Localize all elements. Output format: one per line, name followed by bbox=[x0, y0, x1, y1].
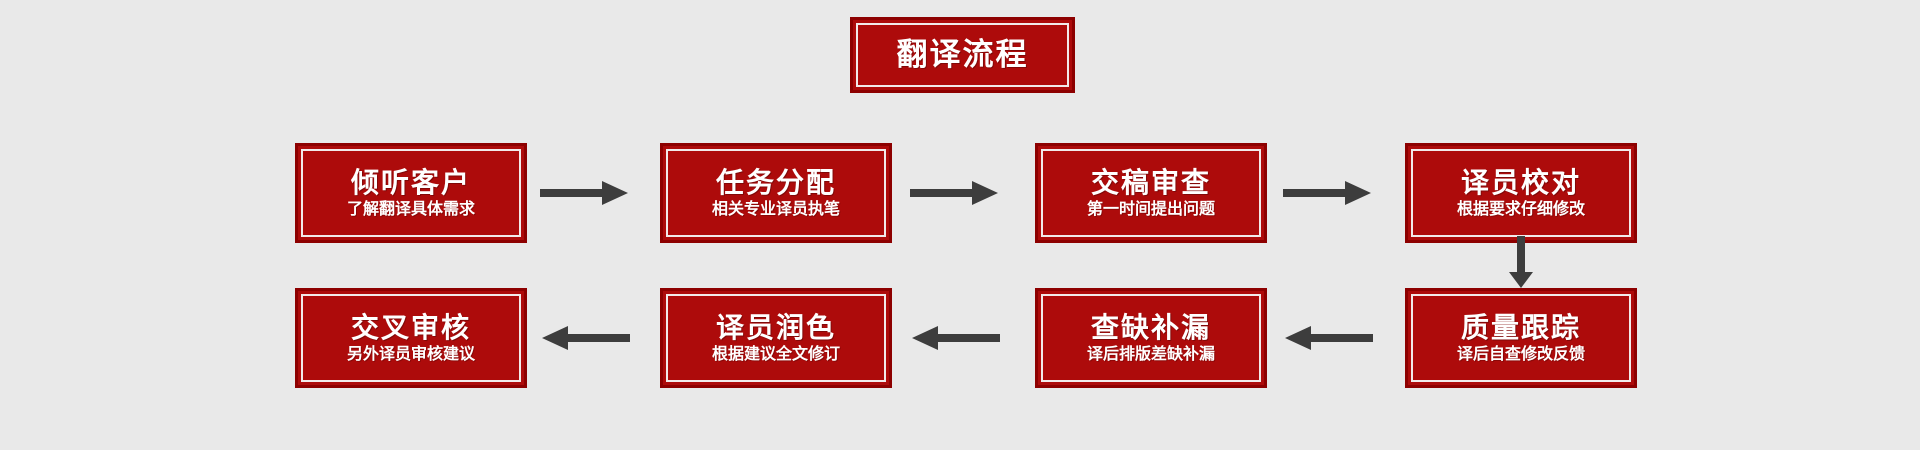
step-7-title: 译员润色 bbox=[715, 310, 836, 344]
step-box-7[interactable]: 译员润色 根据建议全文修订 bbox=[660, 288, 892, 388]
step-box-1[interactable]: 倾听客户 了解翻译具体需求 bbox=[295, 143, 527, 243]
step-1-title: 倾听客户 bbox=[350, 165, 471, 199]
step-6-title: 查缺补漏 bbox=[1090, 310, 1211, 344]
step-box-5[interactable]: 质量跟踪 译后自查修改反馈 bbox=[1405, 288, 1637, 388]
step-box-8[interactable]: 交叉审核 另外译员审核建议 bbox=[295, 288, 527, 388]
diagram-title-text: 翻译流程 bbox=[896, 36, 1029, 73]
step-4-inner: 译员校对 根据要求仔细修改 bbox=[1411, 149, 1631, 237]
step-box-6[interactable]: 查缺补漏 译后排版差缺补漏 bbox=[1035, 288, 1267, 388]
step-6-inner: 查缺补漏 译后排版差缺补漏 bbox=[1041, 294, 1261, 382]
step-3-inner: 交稿审查 第一时间提出问题 bbox=[1041, 149, 1261, 237]
step-1-subtitle: 了解翻译具体需求 bbox=[346, 199, 475, 219]
diagram-title-box: 翻译流程 bbox=[850, 17, 1075, 93]
arrow-right-icon-1 bbox=[540, 178, 630, 208]
step-8-title: 交叉审核 bbox=[350, 310, 471, 344]
step-7-subtitle: 根据建议全文修订 bbox=[711, 344, 840, 364]
step-5-inner: 质量跟踪 译后自查修改反馈 bbox=[1411, 294, 1631, 382]
step-5-title: 质量跟踪 bbox=[1460, 310, 1581, 344]
step-box-2[interactable]: 任务分配 相关专业译员执笔 bbox=[660, 143, 892, 243]
arrow-right-icon-3 bbox=[1283, 178, 1373, 208]
arrow-right-icon-2 bbox=[910, 178, 1000, 208]
arrow-left-icon-2 bbox=[910, 323, 1000, 353]
step-3-subtitle: 第一时间提出问题 bbox=[1086, 199, 1215, 219]
diagram-title-inner: 翻译流程 bbox=[856, 23, 1069, 87]
step-2-title: 任务分配 bbox=[715, 165, 836, 199]
step-box-4[interactable]: 译员校对 根据要求仔细修改 bbox=[1405, 143, 1637, 243]
arrow-left-icon-3 bbox=[540, 323, 630, 353]
step-1-inner: 倾听客户 了解翻译具体需求 bbox=[301, 149, 521, 237]
step-4-subtitle: 根据要求仔细修改 bbox=[1456, 199, 1585, 219]
step-5-subtitle: 译后自查修改反馈 bbox=[1456, 344, 1585, 364]
step-8-subtitle: 另外译员审核建议 bbox=[346, 344, 475, 364]
step-6-subtitle: 译后排版差缺补漏 bbox=[1086, 344, 1215, 364]
step-2-subtitle: 相关专业译员执笔 bbox=[711, 199, 840, 219]
step-4-title: 译员校对 bbox=[1460, 165, 1581, 199]
step-7-inner: 译员润色 根据建议全文修订 bbox=[666, 294, 886, 382]
step-3-title: 交稿审查 bbox=[1090, 165, 1211, 199]
step-2-inner: 任务分配 相关专业译员执笔 bbox=[666, 149, 886, 237]
step-8-inner: 交叉审核 另外译员审核建议 bbox=[301, 294, 521, 382]
arrow-down-icon-1 bbox=[1506, 236, 1536, 290]
step-box-3[interactable]: 交稿审查 第一时间提出问题 bbox=[1035, 143, 1267, 243]
arrow-left-icon-1 bbox=[1283, 323, 1373, 353]
